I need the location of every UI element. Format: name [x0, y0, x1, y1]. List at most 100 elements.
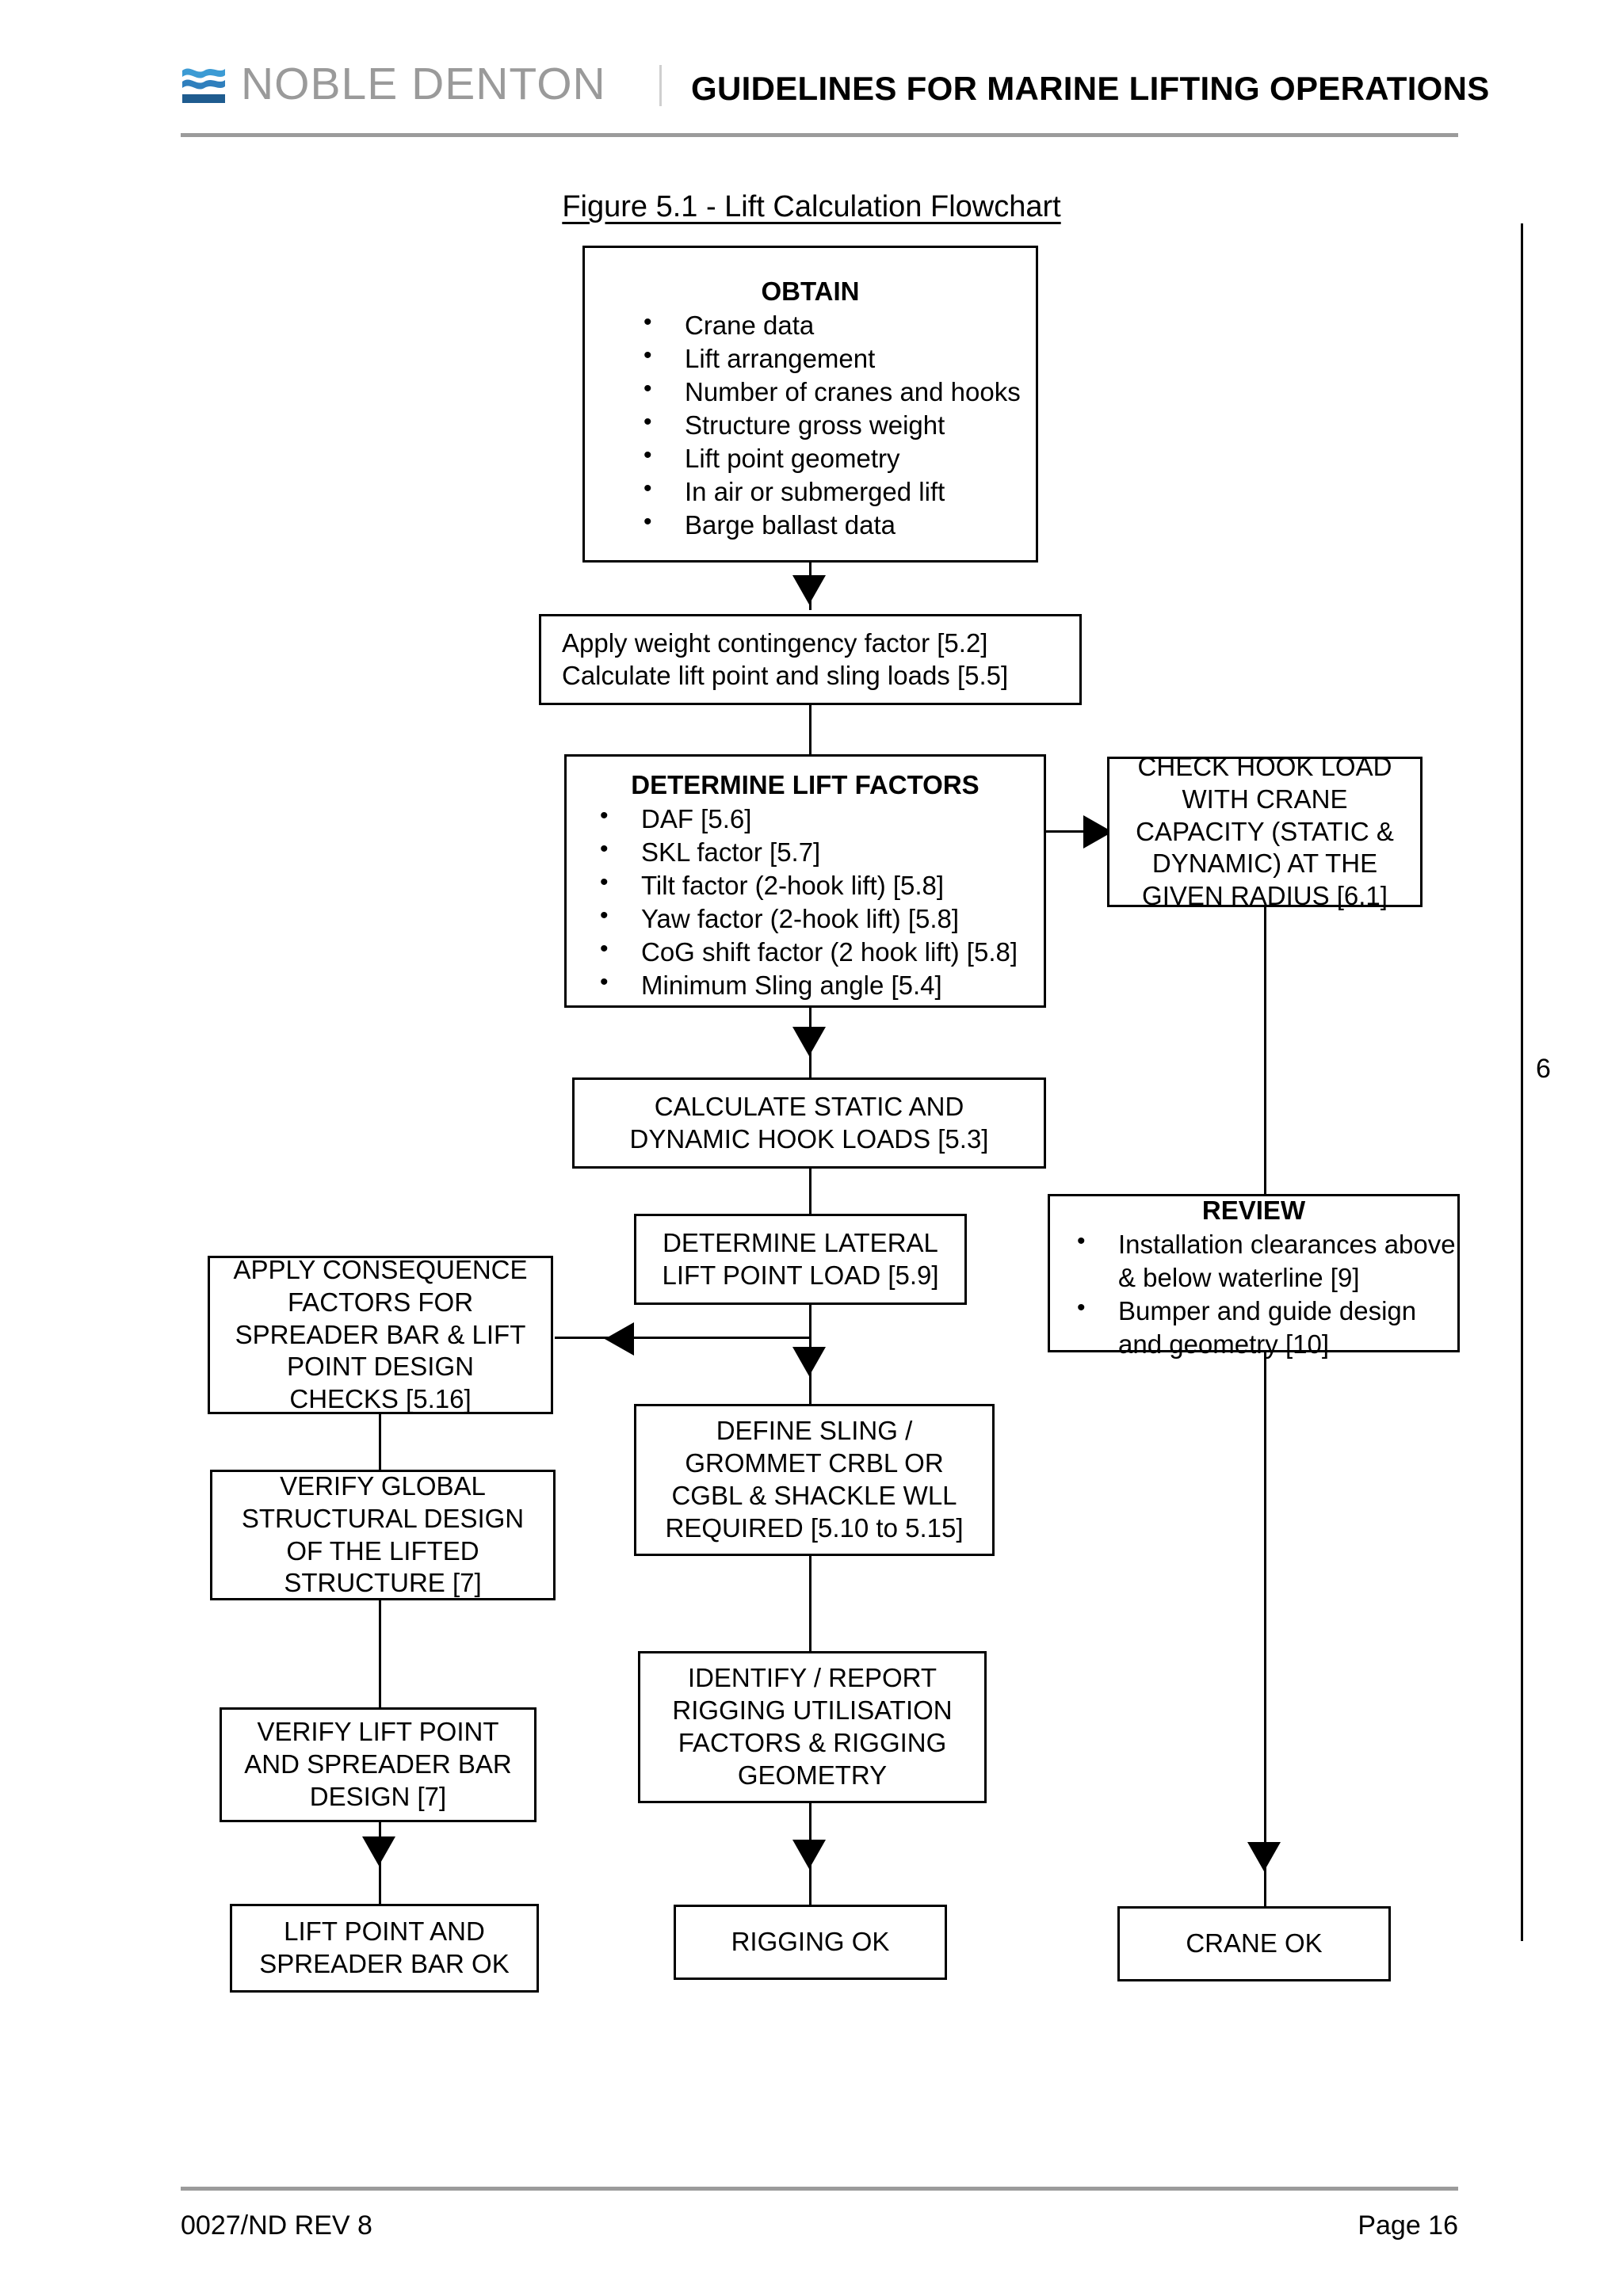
flow-box-obtain: OBTAIN Crane data Lift arrangement Numbe… — [582, 246, 1038, 563]
verify-global-line-4: STRUCTURE [7] — [284, 1568, 482, 1598]
define-sling-line-1: DEFINE SLING / — [716, 1416, 913, 1446]
obtain-item-list: Crane data Lift arrangement Number of cr… — [585, 307, 1036, 542]
verify-liftpoint-line-3: DESIGN [7] — [309, 1781, 447, 1811]
connector-lateral-to-consequence — [555, 1337, 810, 1339]
page-header: NOBLE DENTON GUIDELINES FOR MARINE LIFTI… — [0, 0, 1623, 143]
contingency-line-2: Calculate lift point and sling loads [5.… — [562, 660, 1009, 690]
footer-document-ref: 0027/ND REV 8 — [181, 2210, 372, 2241]
header-title: GUIDELINES FOR MARINE LIFTING OPERATIONS — [691, 70, 1490, 107]
flow-box-determine-lateral: DETERMINE LATERAL LIFT POINT LOAD [5.9] — [634, 1214, 967, 1305]
consequence-line-5: CHECKS [5.16] — [289, 1384, 472, 1414]
define-sling-line-2: GROMMET CRBL OR — [685, 1448, 944, 1478]
flow-box-check-hook-load: CHECK HOOK LOAD WITH CRANE CAPACITY (STA… — [1107, 752, 1423, 910]
consequence-line-2: FACTORS FOR — [287, 1287, 474, 1317]
list-item: Number of cranes and hooks — [643, 374, 1036, 409]
calc-hook-line-1: CALCULATE STATIC AND — [654, 1091, 964, 1121]
verify-liftpoint-line-2: AND SPREADER BAR — [244, 1749, 512, 1779]
flow-box-lift-point-ok: LIFT POINT AND SPREADER BAR OK — [230, 1904, 539, 1993]
list-item: SKL factor [5.7] — [600, 834, 1044, 869]
list-item: Crane data — [643, 307, 1036, 342]
connector-calc-to-lateral — [809, 1169, 812, 1214]
logo-wordmark: NOBLE DENTON — [241, 59, 606, 109]
list-item: In air or submerged lift — [643, 474, 1036, 509]
verify-global-line-2: STRUCTURAL DESIGN — [241, 1503, 525, 1533]
connector-verifyglobal-to-verifyliftpoint — [379, 1600, 381, 1707]
change-bar — [1521, 223, 1523, 1941]
connector-review-to-craneok — [1264, 1352, 1266, 1907]
list-item: Lift point geometry — [643, 441, 1036, 475]
list-item: Installation clearances above & below wa… — [1077, 1226, 1457, 1295]
liftpoint-ok-line-2: SPREADER BAR OK — [259, 1949, 510, 1978]
review-item-list: Installation clearances above & below wa… — [1050, 1226, 1457, 1361]
list-item: DAF [5.6] — [600, 801, 1044, 836]
check-hook-line-3: CAPACITY (STATIC & — [1136, 816, 1394, 846]
flow-box-identify-report: IDENTIFY / REPORT RIGGING UTILISATION FA… — [638, 1651, 987, 1803]
connector-contingency-to-factors — [809, 705, 812, 754]
identify-line-1: IDENTIFY / REPORT — [687, 1663, 938, 1693]
connector-definesling-to-identify — [809, 1556, 812, 1651]
define-sling-line-3: CGBL & SHACKLE WLL — [671, 1481, 957, 1510]
list-item: Tilt factor (2-hook lift) [5.8] — [600, 868, 1044, 902]
crane-ok-line-1: CRANE OK — [1186, 1928, 1323, 1958]
connector-hookcheck-to-review — [1264, 907, 1266, 1194]
flow-box-rigging-ok: RIGGING OK — [674, 1905, 947, 1980]
flow-box-verify-global: VERIFY GLOBAL STRUCTURAL DESIGN OF THE L… — [210, 1470, 556, 1600]
list-item: Bumper and guide design and geometry [10… — [1077, 1293, 1457, 1361]
arrow-down-icon — [792, 575, 826, 605]
arrow-down-icon — [792, 1347, 826, 1376]
flow-box-review: REVIEW Installation clearances above & b… — [1048, 1194, 1460, 1359]
footer-rule — [181, 2187, 1458, 2191]
verify-liftpoint-line-1: VERIFY LIFT POINT — [257, 1717, 499, 1747]
header-divider — [659, 65, 662, 106]
lateral-line-2: LIFT POINT LOAD [5.9] — [662, 1260, 939, 1290]
flow-box-apply-contingency: Apply weight contingency factor [5.2] Ca… — [539, 614, 1082, 705]
obtain-title: OBTAIN — [761, 277, 860, 307]
determine-factors-title: DETERMINE LIFT FACTORS — [631, 770, 980, 800]
verify-global-line-3: OF THE LIFTED — [286, 1535, 479, 1566]
change-bar-number: 6 — [1536, 1054, 1551, 1084]
header-rule — [181, 133, 1458, 137]
noble-denton-logo: NOBLE DENTON — [181, 62, 606, 107]
lateral-line-1: DETERMINE LATERAL — [663, 1227, 938, 1257]
wave-mark-icon — [181, 64, 227, 105]
list-item: Yaw factor (2-hook lift) [5.8] — [600, 901, 1044, 936]
list-item: Minimum Sling angle [5.4] — [600, 967, 1044, 1002]
identify-line-3: FACTORS & RIGGING — [678, 1728, 947, 1757]
arrow-down-icon — [1247, 1842, 1281, 1871]
connector-consequence-to-verifyglobal — [379, 1414, 381, 1516]
define-sling-line-4: REQUIRED [5.10 to 5.15] — [665, 1512, 964, 1543]
flow-box-calculate-hook-loads: CALCULATE STATIC AND DYNAMIC HOOK LOADS … — [572, 1077, 1046, 1169]
consequence-line-3: SPREADER BAR & LIFT — [235, 1319, 526, 1349]
flow-box-define-sling: DEFINE SLING / GROMMET CRBL OR CGBL & SH… — [634, 1404, 995, 1556]
determine-factors-item-list: DAF [5.6] SKL factor [5.7] Tilt factor (… — [567, 801, 1044, 1002]
list-item: CoG shift factor (2 hook lift) [5.8] — [600, 934, 1044, 969]
consequence-line-1: APPLY CONSEQUENCE — [233, 1254, 528, 1284]
liftpoint-ok-line-1: LIFT POINT AND — [284, 1917, 485, 1947]
list-item: Structure gross weight — [643, 407, 1036, 442]
identify-line-4: GEOMETRY — [737, 1760, 888, 1790]
check-hook-line-1: CHECK HOOK LOAD — [1137, 751, 1392, 781]
rigging-ok-line-1: RIGGING OK — [731, 1927, 890, 1957]
verify-global-line-1: VERIFY GLOBAL — [280, 1470, 486, 1501]
check-hook-line-4: DYNAMIC) AT THE — [1151, 849, 1378, 879]
check-hook-line-2: WITH CRANE — [1182, 784, 1348, 814]
list-item: Lift arrangement — [643, 341, 1036, 376]
review-title: REVIEW — [1201, 1196, 1306, 1226]
flow-box-determine-lift-factors: DETERMINE LIFT FACTORS DAF [5.6] SKL fac… — [564, 754, 1046, 1008]
identify-line-2: RIGGING UTILISATION — [672, 1695, 953, 1726]
arrow-down-icon — [792, 1840, 826, 1869]
flow-box-apply-consequence: APPLY CONSEQUENCE FACTORS FOR SPREADER B… — [208, 1254, 553, 1414]
arrow-down-icon — [362, 1836, 395, 1866]
arrow-left-icon — [605, 1322, 634, 1356]
calc-hook-line-2: DYNAMIC HOOK LOADS [5.3] — [629, 1123, 989, 1154]
check-hook-line-5: GIVEN RADIUS [6.1] — [1142, 881, 1388, 911]
contingency-line-1: Apply weight contingency factor [5.2] — [562, 627, 988, 658]
flow-box-crane-ok: CRANE OK — [1117, 1906, 1391, 1981]
flow-box-verify-lift-point: VERIFY LIFT POINT AND SPREADER BAR DESIG… — [220, 1707, 537, 1822]
footer-page-number: Page 16 — [1358, 2210, 1458, 2241]
consequence-line-4: POINT DESIGN — [287, 1352, 474, 1382]
figure-caption: Figure 5.1 - Lift Calculation Flowchart — [562, 190, 1061, 223]
connector-factors-to-hookcheck — [1046, 830, 1095, 833]
list-item: Barge ballast data — [643, 507, 1036, 542]
arrow-down-icon — [792, 1027, 826, 1056]
